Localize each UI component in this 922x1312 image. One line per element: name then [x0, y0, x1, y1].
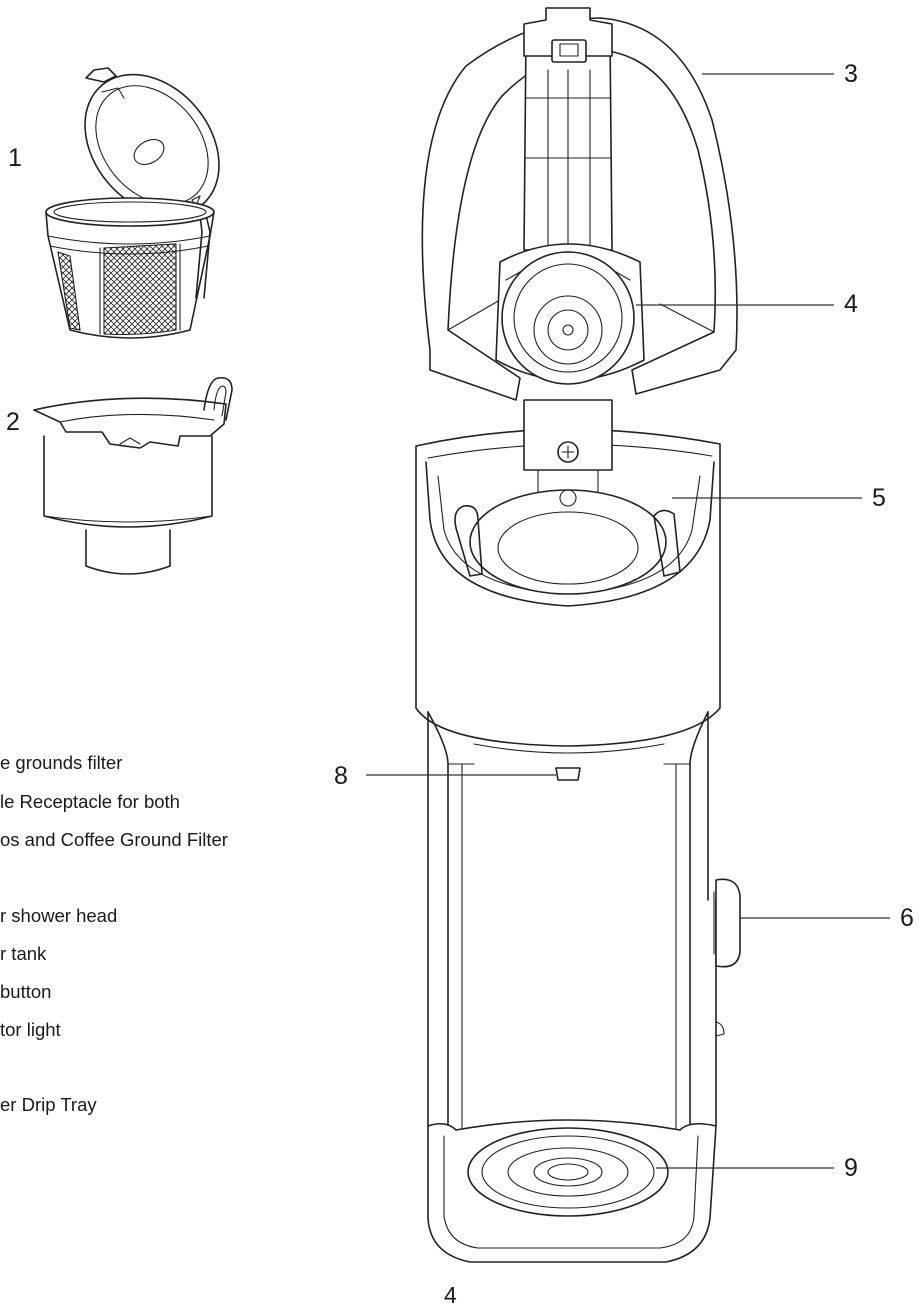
drip-tray-grate [467, 1127, 669, 1217]
filter-lid-tab [85, 67, 117, 83]
callout-5: 5 [872, 484, 886, 512]
lid-handle [421, 17, 738, 401]
power-button [715, 878, 741, 968]
callout-1: 1 [8, 144, 22, 172]
legend-item-1: e grounds filter [0, 752, 123, 773]
legend-item-6: button [0, 981, 52, 1002]
brew-head [415, 399, 721, 747]
legend-item-7: tor light [0, 1019, 61, 1040]
legend-item-2: le Receptacle for both [0, 791, 180, 812]
lid-latch [523, 7, 613, 57]
callout-4: 4 [844, 290, 858, 318]
filter-mesh [103, 243, 177, 336]
legend-item-5: r tank [0, 943, 47, 964]
callout-6: 6 [900, 904, 914, 932]
legend-item-8: er Drip Tray [0, 1094, 97, 1115]
receptacle-part [33, 376, 233, 575]
brewer-body [427, 711, 741, 1263]
callout-2: 2 [6, 408, 20, 436]
shower-head-disc [501, 251, 635, 385]
legend-item-4: r shower head [0, 905, 118, 926]
brewer-handle [421, 7, 738, 401]
callout-9: 9 [844, 1154, 858, 1182]
coffee-grounds-filter-part [45, 67, 220, 339]
legend-item-3: os and Coffee Ground Filter [0, 829, 228, 850]
page-number: 4 [444, 1282, 457, 1308]
callout-3: 3 [844, 60, 858, 88]
receptacle-top-ring [33, 397, 227, 449]
nozzle [555, 767, 581, 781]
callout-8: 8 [334, 762, 348, 790]
callout-leaders [366, 73, 890, 1169]
